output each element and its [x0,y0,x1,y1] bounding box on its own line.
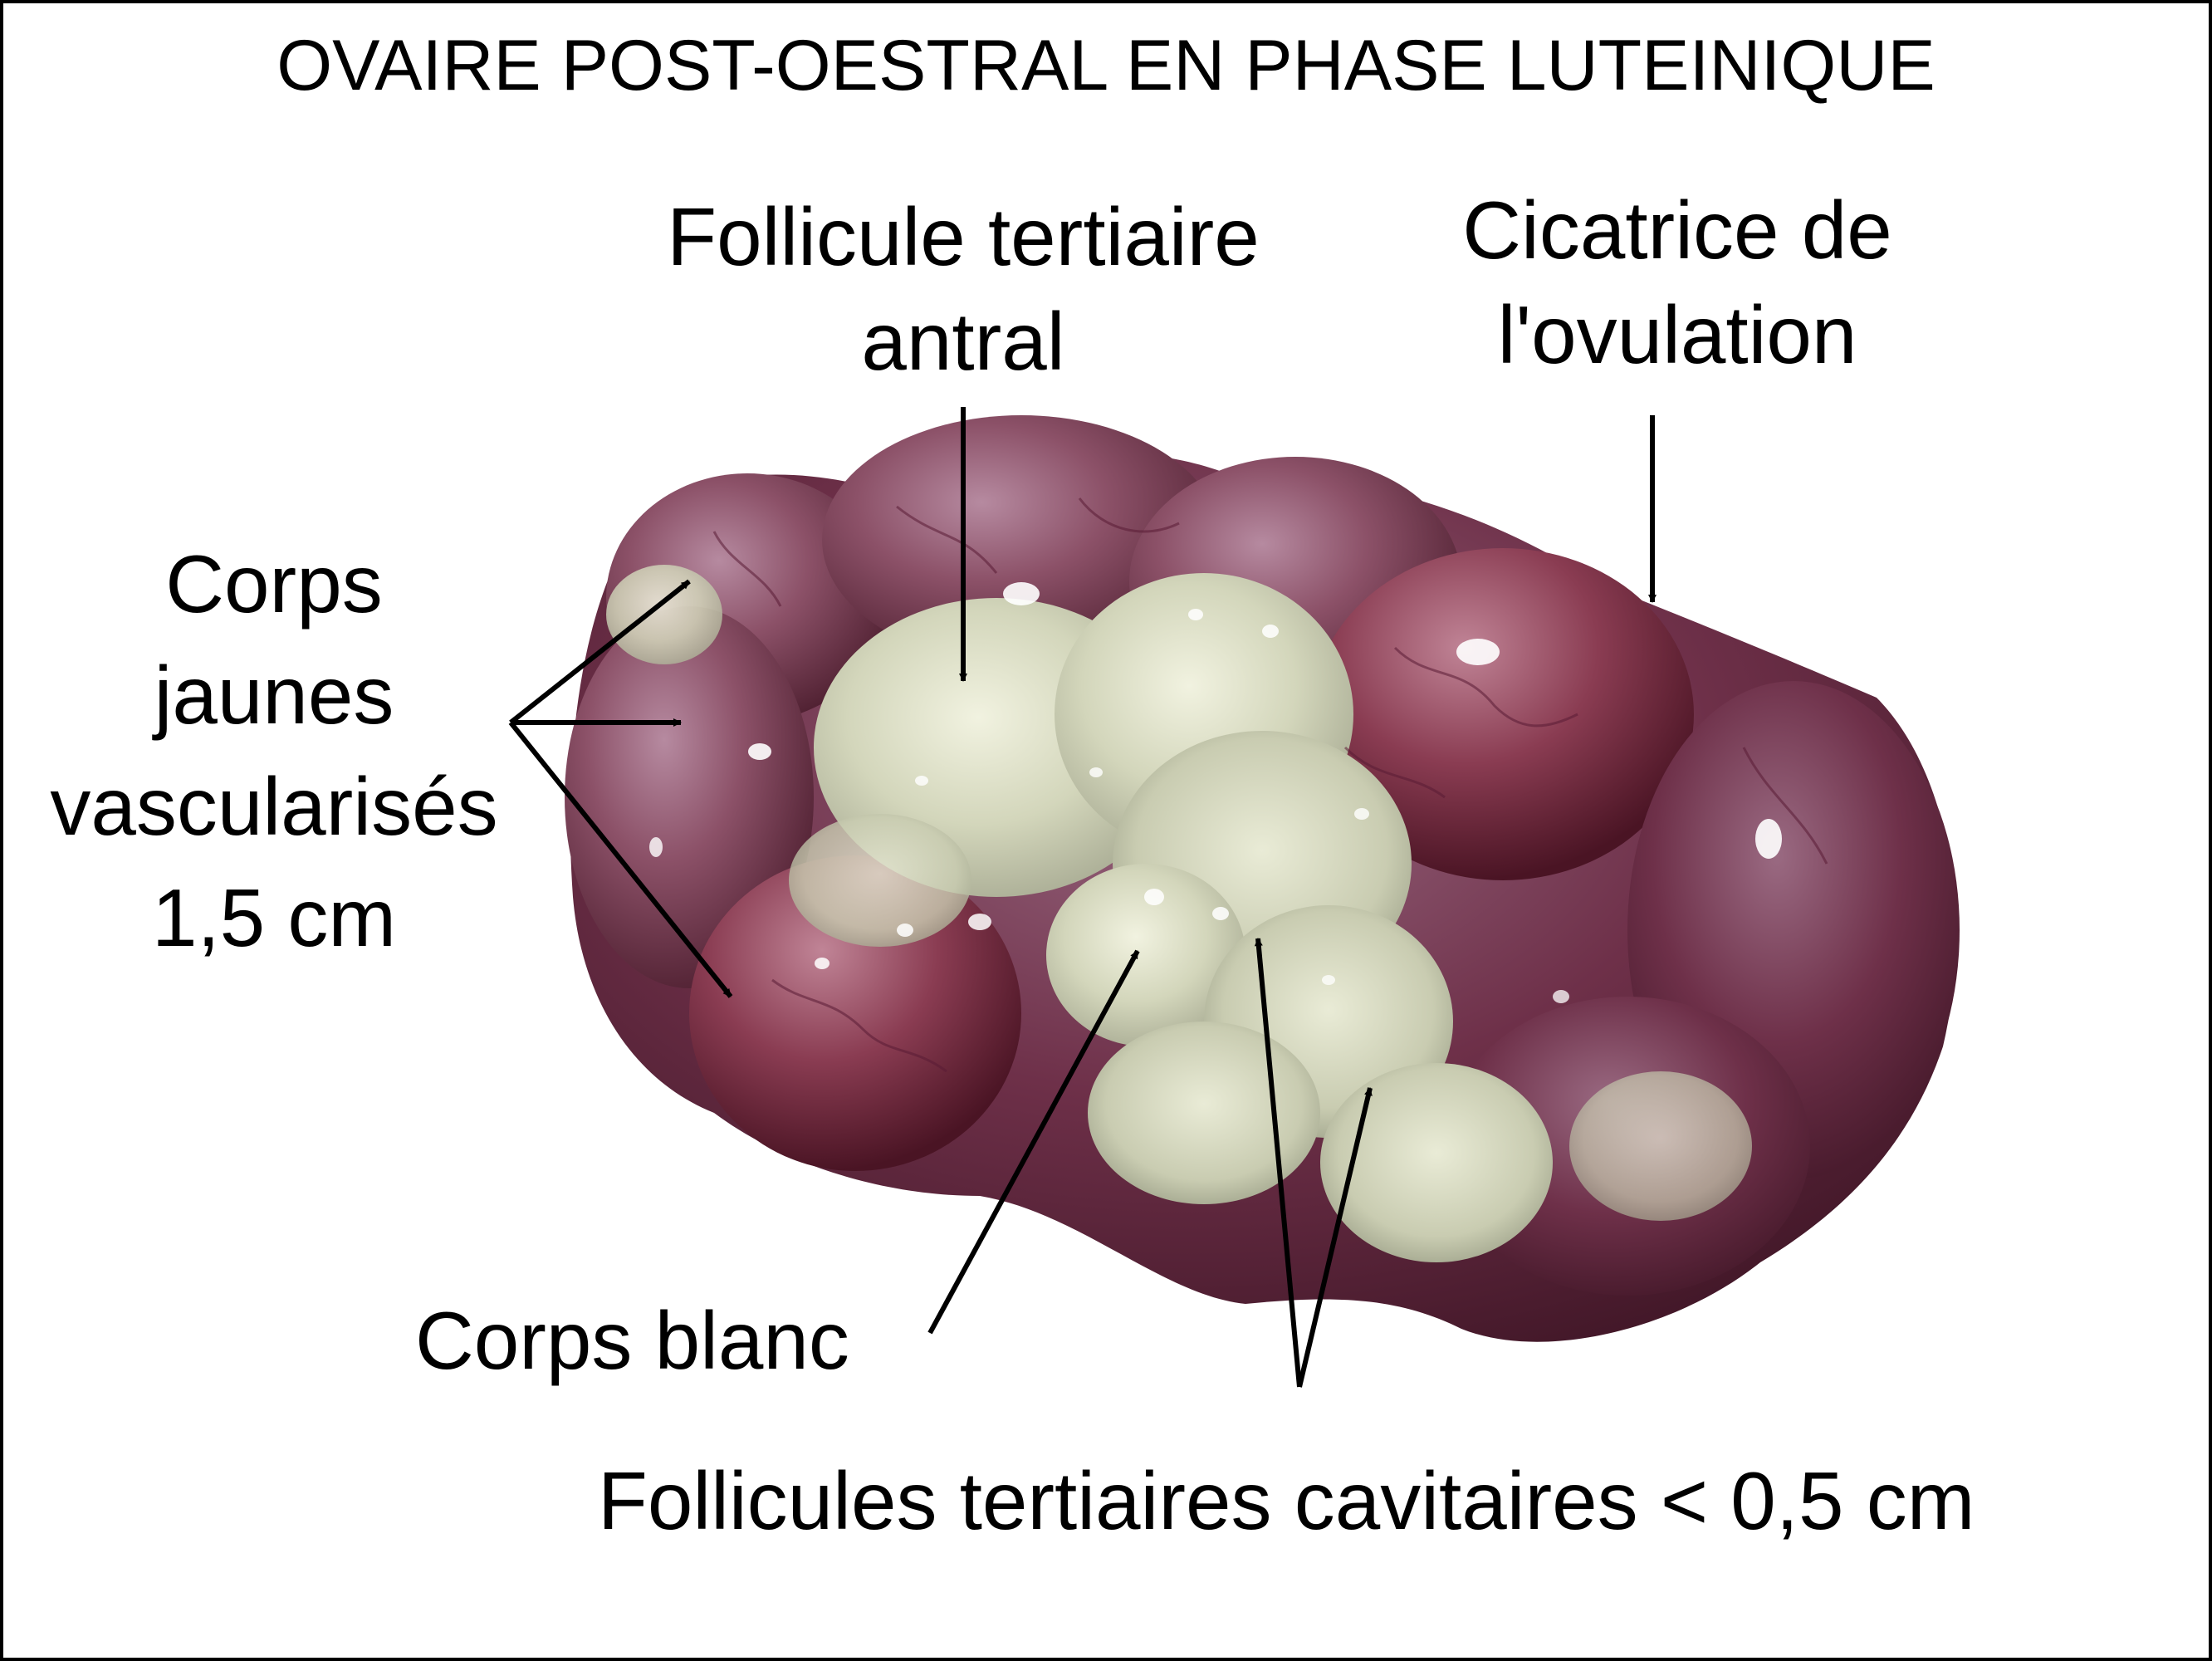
page-title: OVAIRE POST-OESTRAL EN PHASE LUTEINIQUE [276,26,1936,105]
label-corps-blanc: Corps blanc [415,1295,849,1386]
arrow-follicule-cavitaire-2 [1297,1087,1373,1388]
arrow-corps-blanc [927,949,1140,1335]
label-corps-jaunes-line-1: Corps [165,538,383,630]
label-cicatrice-line-1: Cicatrice de [1462,184,1892,276]
arrow-corps-jaune-3 [508,721,733,998]
label-corps-jaunes: Corps jaunes vascularisés 1,5 cm [17,543,531,958]
annotation-arrows [508,407,1657,1388]
arrow-corps-jaune-1 [509,579,691,725]
label-corps-jaunes-line-2: jaunes [154,649,394,741]
label-corps-jaunes-line-4: 1,5 cm [151,872,397,963]
label-follicules-cavitaires: Follicules tertiaires cavitaires < 0,5 c… [598,1455,1975,1546]
label-cicatrice-line-2: l'ovulation [1497,289,1857,380]
arrow-follicule-cavitaire-1 [1254,938,1302,1388]
label-follicule-antral-line-1: Follicule tertiaire [667,191,1260,282]
label-corps-jaunes-line-3: vascularisés [50,761,498,852]
ovary-body [565,415,1960,1342]
label-cicatrice: Cicatrice de l'ovulation [1395,189,1960,375]
label-follicule-antral: Follicule tertiaire antral [631,196,1295,382]
label-follicule-antral-line-2: antral [861,296,1065,387]
